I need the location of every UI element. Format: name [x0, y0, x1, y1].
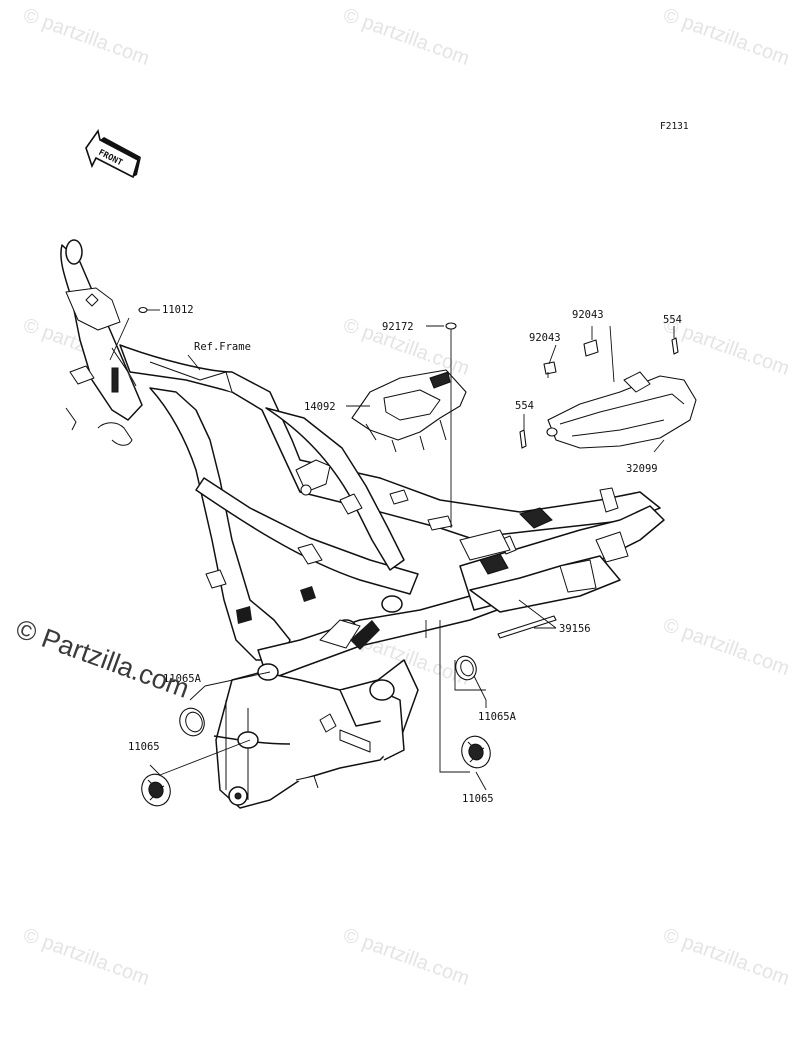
watermark: © partzilla.com	[660, 614, 792, 680]
label-92043-b: 92043	[572, 309, 604, 321]
watermark: © partzilla.com	[20, 924, 152, 990]
diagram-code: F2131	[660, 121, 689, 132]
label-11012: 11012	[162, 304, 194, 316]
watermark: © partzilla.com	[20, 4, 152, 70]
part-11065A-right	[455, 655, 477, 681]
part-92043-a	[543, 361, 557, 378]
label-11065-left: 11065	[128, 741, 160, 753]
label-554-b: 554	[515, 400, 534, 412]
watermark: © partzilla.com	[340, 4, 472, 70]
part-39156	[497, 615, 557, 639]
part-11065-left	[141, 773, 171, 807]
label-554-a: 554	[663, 314, 682, 326]
watermark: © partzilla.com	[660, 924, 792, 990]
part-92043-b	[583, 339, 599, 357]
front-arrow-icon: FRONT	[85, 129, 141, 179]
partzilla-watermark: © Partzilla.com	[12, 613, 193, 703]
watermark: © partzilla.com	[340, 924, 472, 990]
ref-frame-label: Ref.Frame	[194, 341, 251, 353]
part-554-a	[671, 337, 679, 355]
part-labels: 11012 92172 14092 92043 92043 554 554 32…	[128, 304, 682, 805]
leader-lines	[109, 309, 675, 791]
part-92172	[445, 322, 457, 340]
label-92172: 92172	[382, 321, 414, 333]
label-11065-right: 11065	[462, 793, 494, 805]
part-32099	[546, 371, 697, 449]
part-11065-right	[461, 735, 491, 769]
part-11012	[138, 306, 148, 314]
label-39156: 39156	[559, 623, 591, 635]
label-14092: 14092	[304, 401, 336, 413]
label-92043-a: 92043	[529, 332, 561, 344]
watermark: © partzilla.com	[660, 4, 792, 70]
label-11065A-left: 11065A	[163, 673, 202, 685]
part-554-b	[519, 429, 527, 449]
label-11065A-right: 11065A	[478, 711, 517, 723]
part-14092	[351, 369, 467, 453]
part-11065A-left	[179, 707, 205, 737]
motorcycle-frame	[60, 239, 665, 809]
label-32099: 32099	[626, 463, 658, 475]
